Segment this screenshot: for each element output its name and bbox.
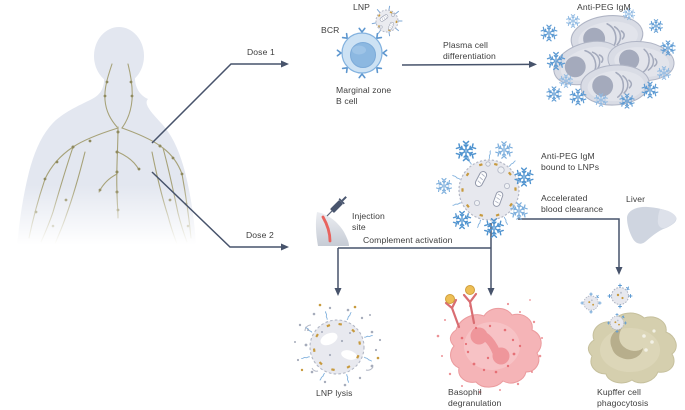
dose2-arrow (151, 171, 289, 251)
basophil-nucleus (470, 327, 510, 365)
liver-icon (627, 206, 677, 244)
complement-activation-label: Complement activation (363, 235, 453, 245)
kupffer-cell-phagocytosis-label: Kupffer cell phagocytosis (597, 387, 649, 408)
injection-site-icon (315, 196, 349, 246)
basophil-degranulation-label: Basophil degranulation (448, 387, 502, 408)
plasma-cell-differentiation-label: Plasma cell differentiation (443, 40, 496, 61)
plasma-differentiation-arrow (401, 60, 537, 68)
lnp-lysis-label: LNP lysis (316, 388, 353, 398)
granules (460, 324, 522, 374)
inflammation-mark (321, 215, 332, 243)
anti-peg-igm-bound-label: Anti-PEG IgM bound to LNPs (541, 151, 600, 172)
injection-site-label: Injection site (352, 211, 385, 232)
bcr-label: BCR (321, 25, 340, 35)
marginal-zone-b-cell-label: Marginal zone B cell (336, 85, 392, 106)
lnp-with-bound-igm-icon (437, 141, 533, 237)
lysis-debris (294, 306, 382, 387)
kupffer-cell-icon (587, 312, 677, 384)
kupffer-nucleus (610, 328, 643, 360)
released-granules (436, 299, 543, 394)
dose1-label: Dose 1 (247, 47, 275, 57)
pathway-arrows (151, 60, 623, 296)
b-cell-icon (336, 27, 388, 79)
lnp-icon-small (371, 5, 403, 37)
basophil-icon (436, 285, 543, 394)
dose2-label: Dose 2 (246, 230, 274, 240)
blood-clearance-arrow (518, 218, 623, 275)
lnp-label: LNP (353, 2, 371, 12)
liver-label: Liver (626, 194, 646, 204)
anti-peg-igm-label: Anti-PEG IgM (577, 2, 631, 12)
accelerated-blood-clearance-label: Accelerated blood clearance (541, 193, 604, 214)
dose1-arrow (151, 60, 289, 144)
human-body-lymphatics-illustration (0, 27, 215, 255)
syringe-icon (326, 196, 347, 217)
lnp-lysis-icon (294, 303, 382, 387)
ige-receptors (444, 292, 478, 329)
